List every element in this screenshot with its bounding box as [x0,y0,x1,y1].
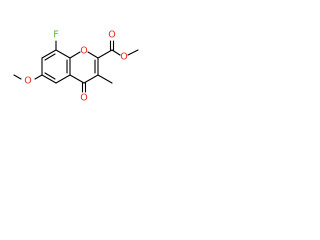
chemical-structure-diagram: F O O O O O [13,30,139,104]
fluorine-label: F [53,30,58,41]
bond-c7-c8 [41,49,57,59]
ring-oxygen-label: O [80,46,87,57]
bond-cester-o [111,49,121,56]
bond-c8-c8a [55,49,71,59]
benzene-ring [41,49,71,84]
bond-c3-c4 [83,74,99,84]
substituent-bonds [13,40,139,93]
bond-c6-o-methoxy [34,74,43,80]
bond-c2-cester [97,49,113,59]
bond-c4a-c5 [55,74,71,84]
bond-c8a-o1 [69,51,81,59]
bond-c4-c4a [69,74,85,84]
bond-o1-c2 [87,51,99,59]
ester-oxygen-label: O [120,52,127,63]
bond-o-ch3-ester [127,49,139,56]
bond-c5-c6-inner [44,72,56,80]
atom-labels: F O O O O O [24,30,127,104]
ester-carbonyl-oxygen-label: O [108,30,115,41]
methoxy-oxygen-label: O [24,76,31,87]
bond-c5-c6 [41,74,57,84]
bond-c7-c8-inner [44,53,56,61]
bond-o-ch3-methoxy [13,74,22,80]
bond-c3-ch3 [97,74,113,84]
ketone-oxygen-label: O [80,93,87,104]
pyranone-ring [69,51,99,84]
